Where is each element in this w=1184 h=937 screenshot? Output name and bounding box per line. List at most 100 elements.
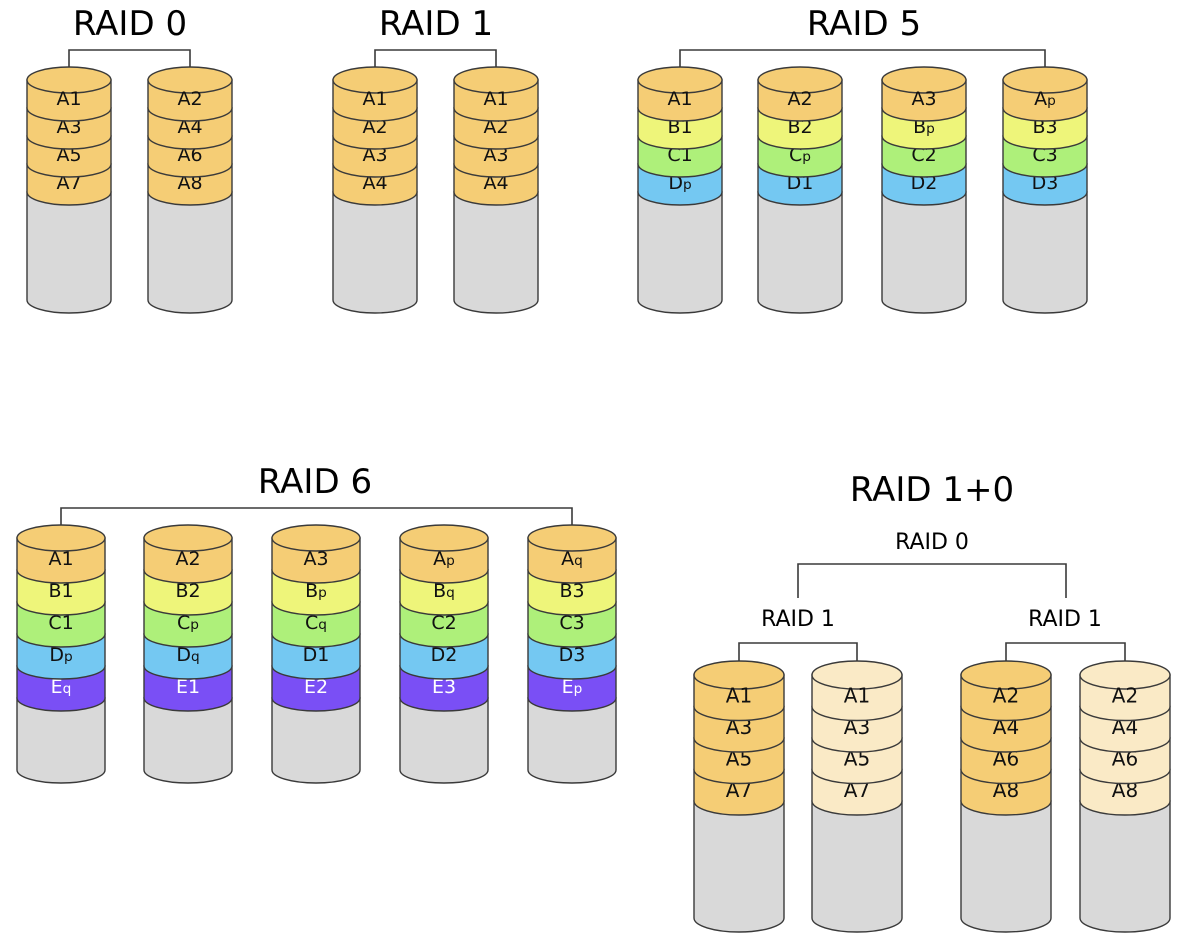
disk-top-cap <box>271 524 361 552</box>
raid6-disk-2: E1 Dq Cp B2 A2 <box>143 524 233 784</box>
block-label: A1 <box>483 88 508 110</box>
block-label: A4 <box>362 172 387 194</box>
block-label: Cp <box>177 612 199 634</box>
block-label: D1 <box>787 172 814 194</box>
block-label: C2 <box>431 612 456 634</box>
block-label: D3 <box>1032 172 1059 194</box>
block-label: C1 <box>667 144 692 166</box>
block-label: Dp <box>49 644 72 666</box>
block-label: A5 <box>56 144 81 166</box>
block-label: Ap <box>1034 88 1056 110</box>
raid6-disk-5: Ep D3 C3 B3 Aq <box>527 524 617 784</box>
block-label: B2 <box>175 580 200 602</box>
block-label: Bq <box>433 580 455 602</box>
raid0-bracket <box>68 49 191 78</box>
block-label: Cp <box>789 144 811 166</box>
block-label: A1 <box>56 88 81 110</box>
block-label: A2 <box>993 684 1019 708</box>
block-label: B3 <box>559 580 584 602</box>
disks-layer: A7A5A3A1A8A6A4A2A4A3A2A1A4A3A2A1DpC1B1A1… <box>16 66 1171 933</box>
block-label: Aq <box>561 548 583 570</box>
block-label: A3 <box>56 116 81 138</box>
block-label: Dq <box>176 644 199 666</box>
raid5-title: RAID 5 <box>807 4 921 44</box>
raid10-title: RAID 1+0 <box>850 470 1014 510</box>
disk-top-cap <box>1002 66 1088 94</box>
block-label: A2 <box>175 548 200 570</box>
block-label: C3 <box>559 612 584 634</box>
raid10-left-mirror-bracket <box>738 642 858 673</box>
disk-body <box>1079 800 1171 933</box>
raid0-disk-2: A8 A6 A4 A2 <box>147 66 233 314</box>
block-label: A1 <box>362 88 387 110</box>
block-label: A1 <box>667 88 692 110</box>
block-label: A1 <box>48 548 73 570</box>
disk-top-cap <box>693 660 785 690</box>
disk-top-cap <box>16 524 106 552</box>
disk-top-cap <box>399 524 489 552</box>
disk-top-cap <box>960 660 1052 690</box>
block-label: B1 <box>48 580 73 602</box>
disk-body <box>399 697 489 784</box>
block-label: Bp <box>305 580 327 602</box>
disk-top-cap <box>637 66 723 94</box>
disk-body <box>143 697 233 784</box>
disk-top-cap <box>1079 660 1171 690</box>
block-label: A2 <box>483 116 508 138</box>
block-label: C1 <box>48 612 73 634</box>
raid1-bracket <box>374 49 497 78</box>
disk-top-cap <box>147 66 233 94</box>
block-label: E2 <box>304 676 328 698</box>
block-label: A4 <box>483 172 508 194</box>
block-label: B2 <box>787 116 812 138</box>
connector-lines <box>60 49 1126 673</box>
disk-top-cap <box>332 66 418 94</box>
raid6-array: EqDpC1B1A1E1DqCpB2A2E2D1CqBpA3E3D2C2BqAp… <box>16 524 617 784</box>
block-label: A3 <box>911 88 936 110</box>
disk-body <box>26 191 112 314</box>
block-label: A8 <box>177 172 202 194</box>
disk-top-cap <box>527 524 617 552</box>
block-label: E1 <box>176 676 200 698</box>
raid10-mirror-right-label: RAID 1 <box>1028 607 1102 632</box>
disk-body <box>527 697 617 784</box>
disk-top-cap <box>811 660 903 690</box>
block-label: A4 <box>177 116 202 138</box>
disk-body <box>637 191 723 314</box>
disk-body <box>16 697 106 784</box>
disk-body <box>453 191 539 314</box>
block-label: B1 <box>667 116 692 138</box>
block-label: B3 <box>1032 116 1057 138</box>
block-label: A6 <box>177 144 202 166</box>
block-label: E3 <box>432 676 456 698</box>
block-label: A2 <box>177 88 202 110</box>
block-label: A1 <box>844 684 870 708</box>
raid10-stripe-label: RAID 0 <box>895 530 969 555</box>
block-label: Ap <box>433 548 455 570</box>
block-label: A2 <box>362 116 387 138</box>
raid6-title: RAID 6 <box>258 462 372 502</box>
block-label: Ep <box>562 676 583 698</box>
block-label: A3 <box>362 144 387 166</box>
disk-top-cap <box>881 66 967 94</box>
block-label: D1 <box>303 644 330 666</box>
disk-top-cap <box>26 66 112 94</box>
disk-top-cap <box>453 66 539 94</box>
disk-body <box>271 697 361 784</box>
block-label: D3 <box>559 644 586 666</box>
disk-body <box>811 800 903 933</box>
block-label: D2 <box>911 172 938 194</box>
raid0-title: RAID 0 <box>73 4 187 44</box>
